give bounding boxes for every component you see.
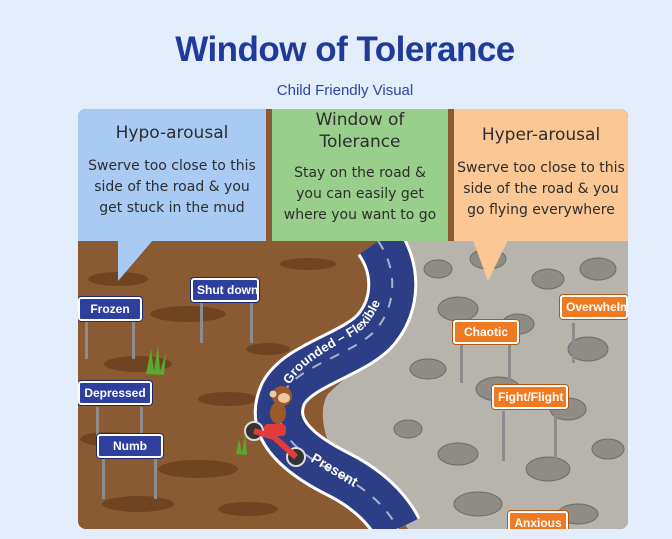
- sign-post: [96, 407, 99, 437]
- panel-pointers: [118, 240, 508, 281]
- sign-post: [502, 411, 505, 461]
- hyper-arousal-description: Swerve too close to this side of the roa…: [454, 158, 628, 221]
- sign-overwhelmed: Overwhelmed: [560, 295, 628, 319]
- sign-post: [508, 343, 511, 383]
- sign-shut-down: Shut down: [191, 278, 259, 302]
- sign-post: [154, 459, 157, 499]
- window-heading: Window of Tolerance: [272, 109, 448, 153]
- sign-post: [132, 319, 135, 359]
- sign-post: [460, 343, 463, 383]
- sign-fight-flight: Fight/Flight: [492, 385, 568, 409]
- hypo-line: Swerve too close to this: [88, 158, 256, 174]
- sign-post: [140, 407, 143, 437]
- hyper-line: side of the road & you: [463, 181, 619, 197]
- sign-post: [250, 301, 253, 343]
- hypo-pointer: [118, 240, 153, 281]
- grass-tuft-icon: [146, 345, 166, 375]
- page-title: Window of Tolerance: [175, 30, 515, 69]
- hypo-arousal-heading: Hypo-arousal: [115, 123, 229, 143]
- window-heading-line: Window of: [315, 110, 405, 130]
- page-subtitle: Child Friendly Visual: [276, 82, 414, 99]
- window-line: where you want to go: [283, 207, 437, 223]
- window-line: Stay on the road &: [294, 165, 426, 181]
- monkey-on-motorbike-icon: [244, 386, 306, 467]
- window-description: Stay on the road & you can easily get wh…: [272, 163, 448, 226]
- hyper-arousal-heading: Hyper-arousal: [481, 125, 601, 145]
- sign-numb: Numb: [97, 434, 163, 458]
- sign-post: [200, 301, 203, 343]
- sign-post: [554, 411, 557, 461]
- hypo-arousal-description: Swerve too close to this side of the roa…: [78, 156, 266, 219]
- hyper-arousal-panel: Hyper-arousal Swerve too close to this s…: [454, 109, 628, 241]
- grass-tuft-icon: [236, 435, 247, 455]
- hyper-line: go flying everywhere: [467, 202, 615, 218]
- hyper-line: Swerve too close to this: [457, 160, 625, 176]
- sign-post: [572, 323, 575, 363]
- sign-post: [85, 319, 88, 359]
- sign-frozen: Frozen: [78, 297, 142, 321]
- window-line: you can easily get: [296, 186, 424, 202]
- sign-chaotic: Chaotic: [453, 320, 519, 344]
- sign-depressed: Depressed: [78, 381, 152, 405]
- road-illustration: Grounded – Flexible Present Hypo-arousal…: [78, 109, 628, 529]
- hypo-arousal-panel: Hypo-arousal Swerve too close to this si…: [78, 109, 266, 241]
- sign-post: [102, 459, 105, 499]
- hyper-pointer: [473, 240, 508, 281]
- window-heading-line: Tolerance: [319, 132, 401, 152]
- hypo-line: get stuck in the mud: [99, 200, 245, 216]
- hypo-line: side of the road & you: [94, 179, 250, 195]
- window-of-tolerance-panel: Window of Tolerance Stay on the road & y…: [272, 109, 448, 241]
- sign-anxious: Anxious: [508, 511, 568, 529]
